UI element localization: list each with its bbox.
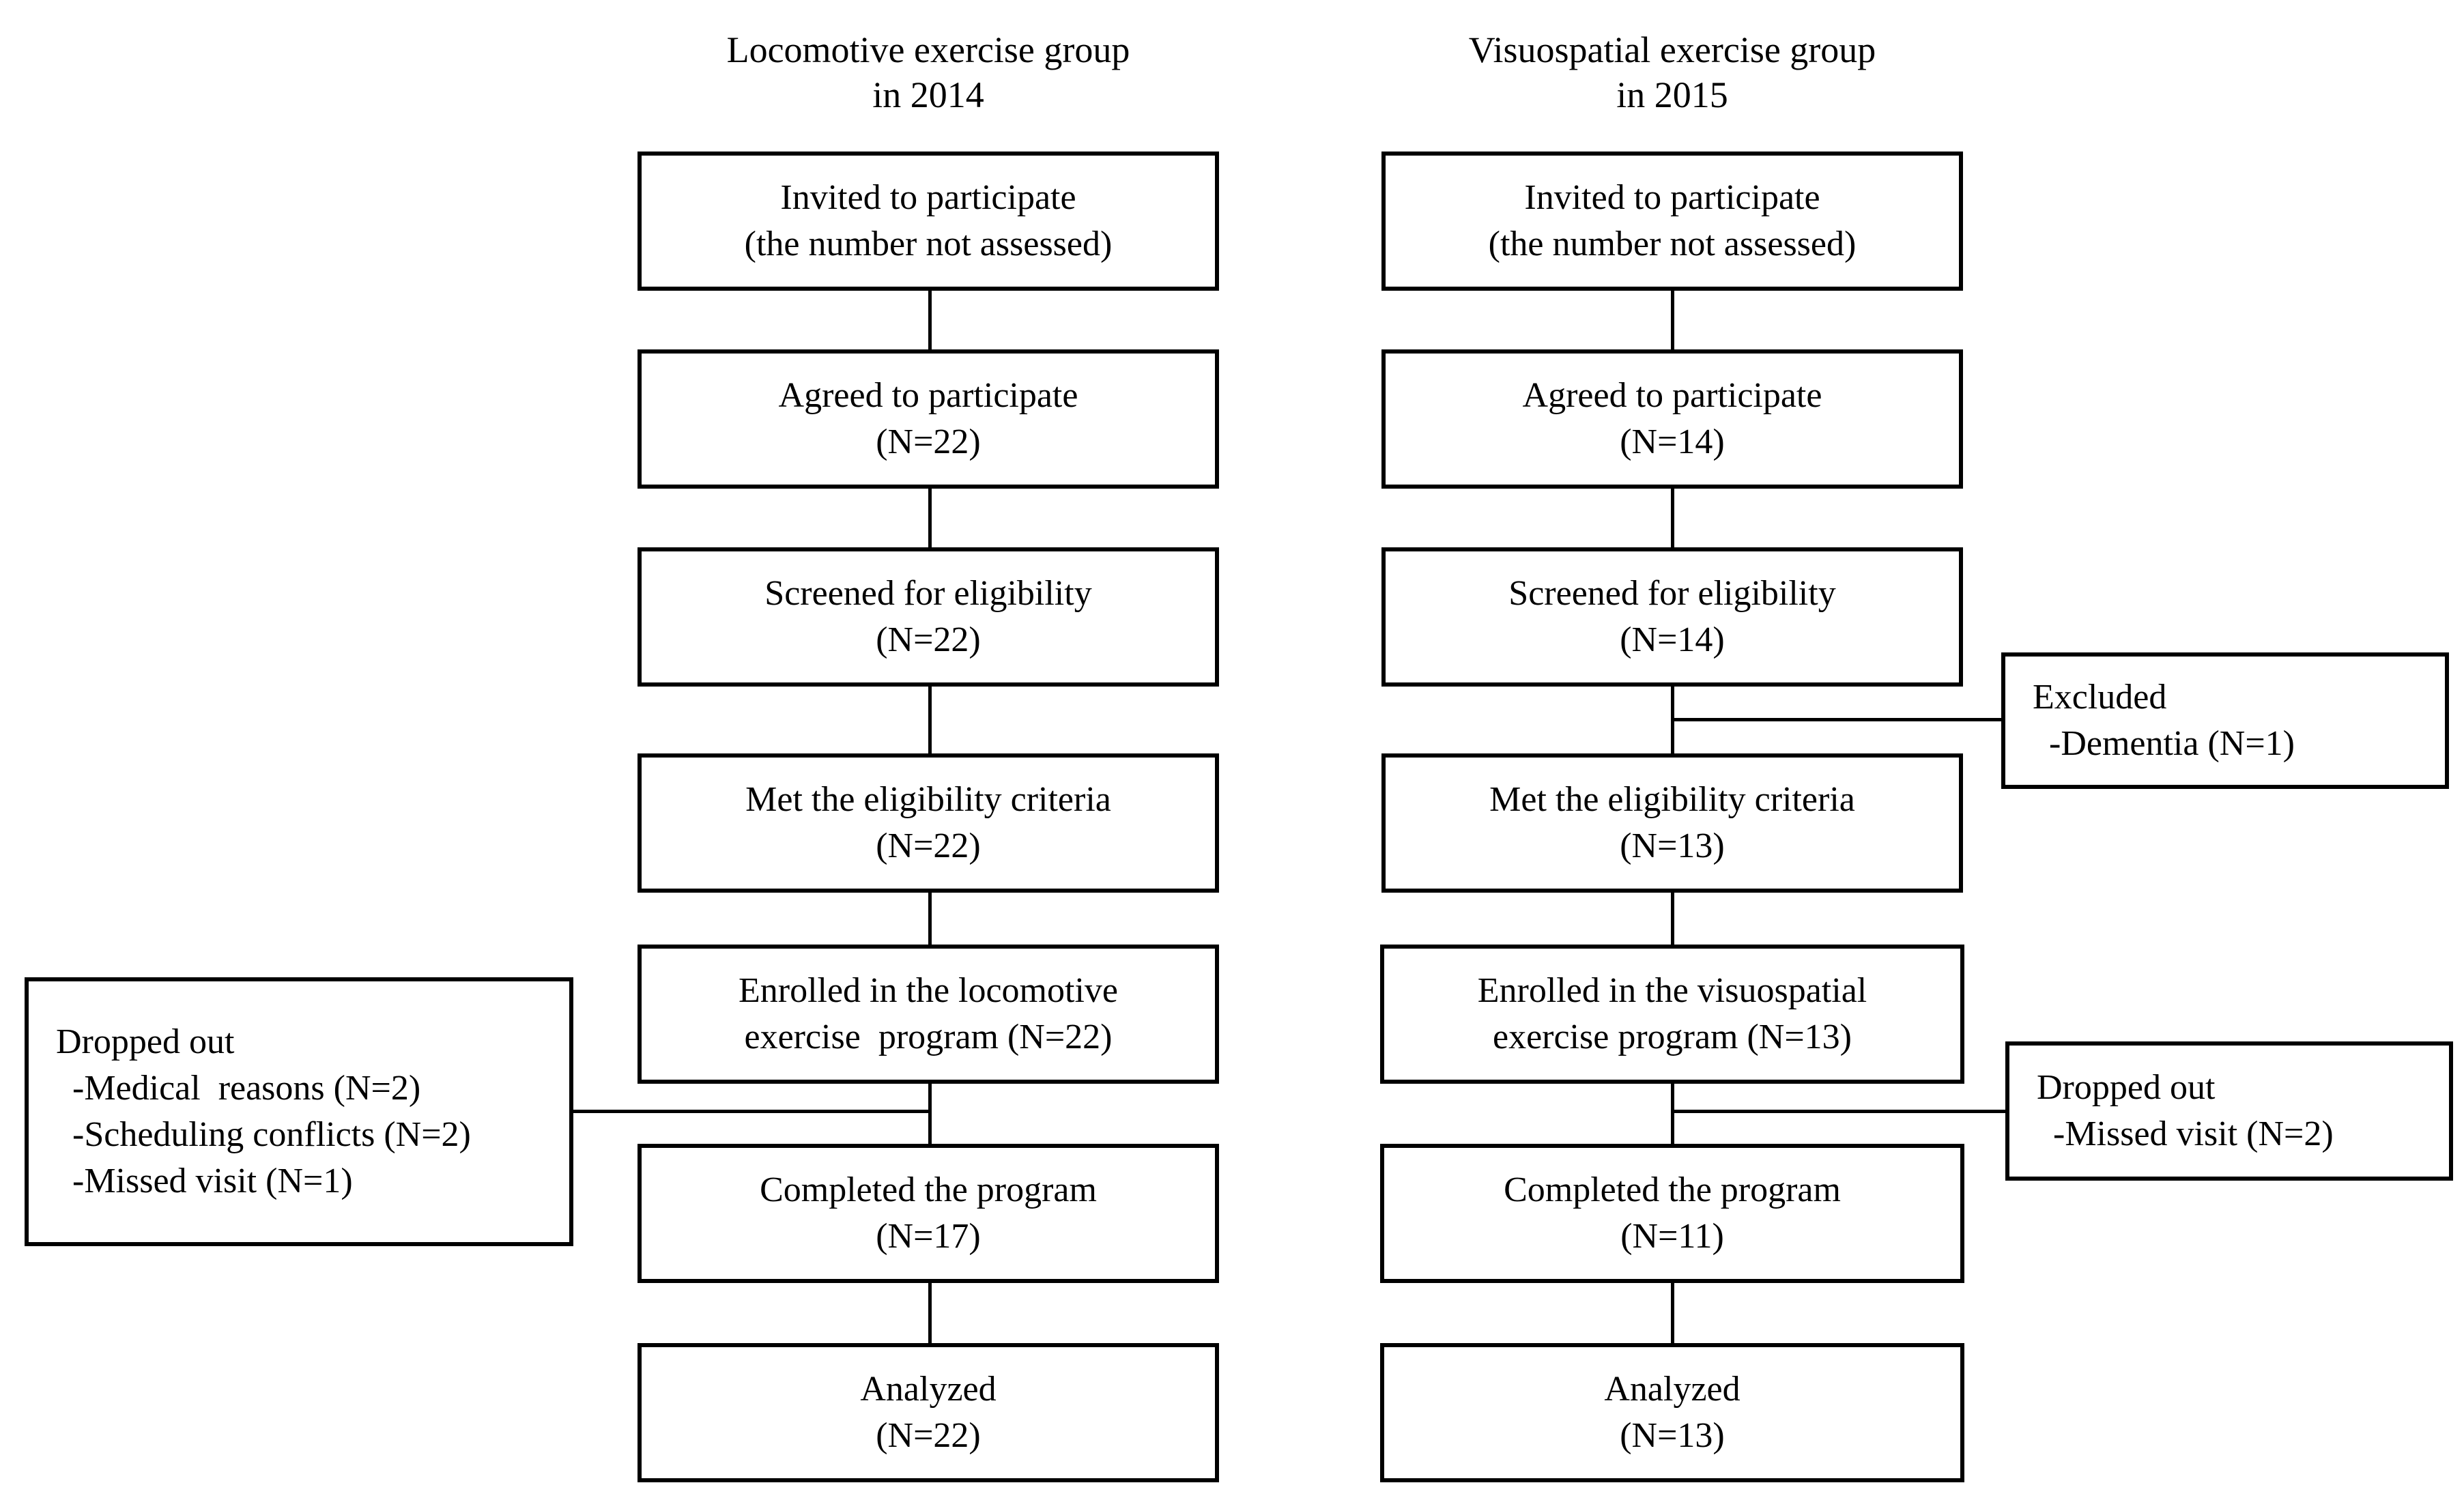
box-title: Analyzed bbox=[860, 1370, 997, 1409]
connector-line bbox=[928, 891, 932, 945]
box-title: Met the eligibility criteria bbox=[745, 780, 1111, 819]
visuospatial-analyzed-box: Analyzed (N=13) bbox=[1380, 1343, 1964, 1482]
header-line: Locomotive exercise group bbox=[726, 29, 1130, 70]
visuospatial-screened-box: Screened for eligibility (N=14) bbox=[1381, 547, 1963, 687]
connector-line bbox=[1671, 891, 1674, 945]
box-count: (N=13) bbox=[1620, 1416, 1725, 1455]
box-count: (N=14) bbox=[1620, 422, 1725, 461]
dropout-reason: -Missed visit (N=1) bbox=[72, 1162, 353, 1200]
box-count: (the number not assessed) bbox=[744, 225, 1113, 263]
connector-line bbox=[928, 685, 932, 753]
box-title: Met the eligibility criteria bbox=[1489, 780, 1855, 819]
connector-line bbox=[1671, 1082, 1674, 1144]
dropout-reason: -Medical reasons (N=2) bbox=[72, 1069, 421, 1108]
header-line: in 2014 bbox=[872, 74, 984, 115]
visuospatial-group-header: Visuospatial exercise group in 2015 bbox=[1382, 27, 1962, 117]
header-line: Visuospatial exercise group bbox=[1468, 29, 1876, 70]
box-title: Completed the program bbox=[1504, 1170, 1841, 1209]
dropout-reason: -Missed visit (N=2) bbox=[2053, 1114, 2334, 1153]
visuospatial-eligible-box: Met the eligibility criteria (N=13) bbox=[1381, 753, 1963, 893]
box-title: Enrolled in the visuospatial bbox=[1477, 971, 1867, 1010]
box-count: (N=11) bbox=[1620, 1217, 1724, 1256]
box-count: (N=17) bbox=[876, 1217, 981, 1256]
box-count: (N=22) bbox=[876, 826, 981, 865]
connector-line bbox=[1671, 1282, 1674, 1344]
box-count: (N=22) bbox=[876, 620, 981, 659]
box-title: Screened for eligibility bbox=[1508, 574, 1836, 613]
box-title: Agreed to participate bbox=[1522, 376, 1822, 415]
box-count: (N=22) bbox=[876, 422, 981, 461]
exclusion-reason: -Dementia (N=1) bbox=[2049, 724, 2295, 763]
side-box-title: Dropped out bbox=[56, 1022, 235, 1061]
box-title: Invited to participate bbox=[780, 178, 1076, 217]
box-title: Completed the program bbox=[760, 1170, 1097, 1209]
box-title: Screened for eligibility bbox=[764, 574, 1092, 613]
locomotive-analyzed-box: Analyzed (N=22) bbox=[638, 1343, 1219, 1482]
box-count: (the number not assessed) bbox=[1488, 225, 1857, 263]
visuospatial-agreed-box: Agreed to participate (N=14) bbox=[1381, 349, 1963, 489]
header-line: in 2015 bbox=[1616, 74, 1728, 115]
dropout-reason: -Scheduling conflicts (N=2) bbox=[72, 1115, 471, 1154]
visuospatial-invited-box: Invited to participate (the number not a… bbox=[1381, 152, 1963, 291]
locomotive-group-header: Locomotive exercise group in 2014 bbox=[638, 27, 1218, 117]
connector-line bbox=[928, 1082, 932, 1144]
locomotive-enrolled-box: Enrolled in the locomotive exercise prog… bbox=[638, 945, 1219, 1084]
side-box-title: Dropped out bbox=[2037, 1068, 2216, 1107]
locomotive-screened-box: Screened for eligibility (N=22) bbox=[638, 547, 1219, 687]
locomotive-dropout-box: Dropped out -Medical reasons (N=2) -Sche… bbox=[25, 977, 573, 1246]
connector-line bbox=[928, 1282, 932, 1344]
box-count: exercise program (N=13) bbox=[1493, 1018, 1852, 1056]
visuospatial-enrolled-box: Enrolled in the visuospatial exercise pr… bbox=[1380, 945, 1964, 1084]
box-count: (N=14) bbox=[1620, 620, 1725, 659]
visuospatial-dropout-box: Dropped out -Missed visit (N=2) bbox=[2005, 1041, 2453, 1181]
connector-line bbox=[928, 289, 932, 349]
locomotive-completed-box: Completed the program (N=17) bbox=[638, 1144, 1219, 1283]
box-title: Analyzed bbox=[1604, 1370, 1740, 1409]
dropout-branch-line bbox=[1671, 1110, 2007, 1113]
box-count: exercise program (N=22) bbox=[744, 1018, 1113, 1056]
visuospatial-completed-box: Completed the program (N=11) bbox=[1380, 1144, 1964, 1283]
box-title: Invited to participate bbox=[1524, 178, 1820, 217]
box-title: Enrolled in the locomotive bbox=[739, 971, 1118, 1010]
locomotive-eligible-box: Met the eligibility criteria (N=22) bbox=[638, 753, 1219, 893]
box-count: (N=13) bbox=[1620, 826, 1725, 865]
box-count: (N=22) bbox=[876, 1416, 981, 1455]
excluded-branch-line bbox=[1671, 718, 2003, 721]
connector-line bbox=[1671, 487, 1674, 547]
connector-line bbox=[1671, 289, 1674, 349]
connector-line bbox=[928, 487, 932, 547]
locomotive-agreed-box: Agreed to participate (N=22) bbox=[638, 349, 1219, 489]
side-box-title: Excluded bbox=[2033, 678, 2167, 717]
dropout-branch-line bbox=[571, 1110, 931, 1113]
box-title: Agreed to participate bbox=[778, 376, 1078, 415]
visuospatial-excluded-box: Excluded -Dementia (N=1) bbox=[2001, 652, 2449, 789]
locomotive-invited-box: Invited to participate (the number not a… bbox=[638, 152, 1219, 291]
